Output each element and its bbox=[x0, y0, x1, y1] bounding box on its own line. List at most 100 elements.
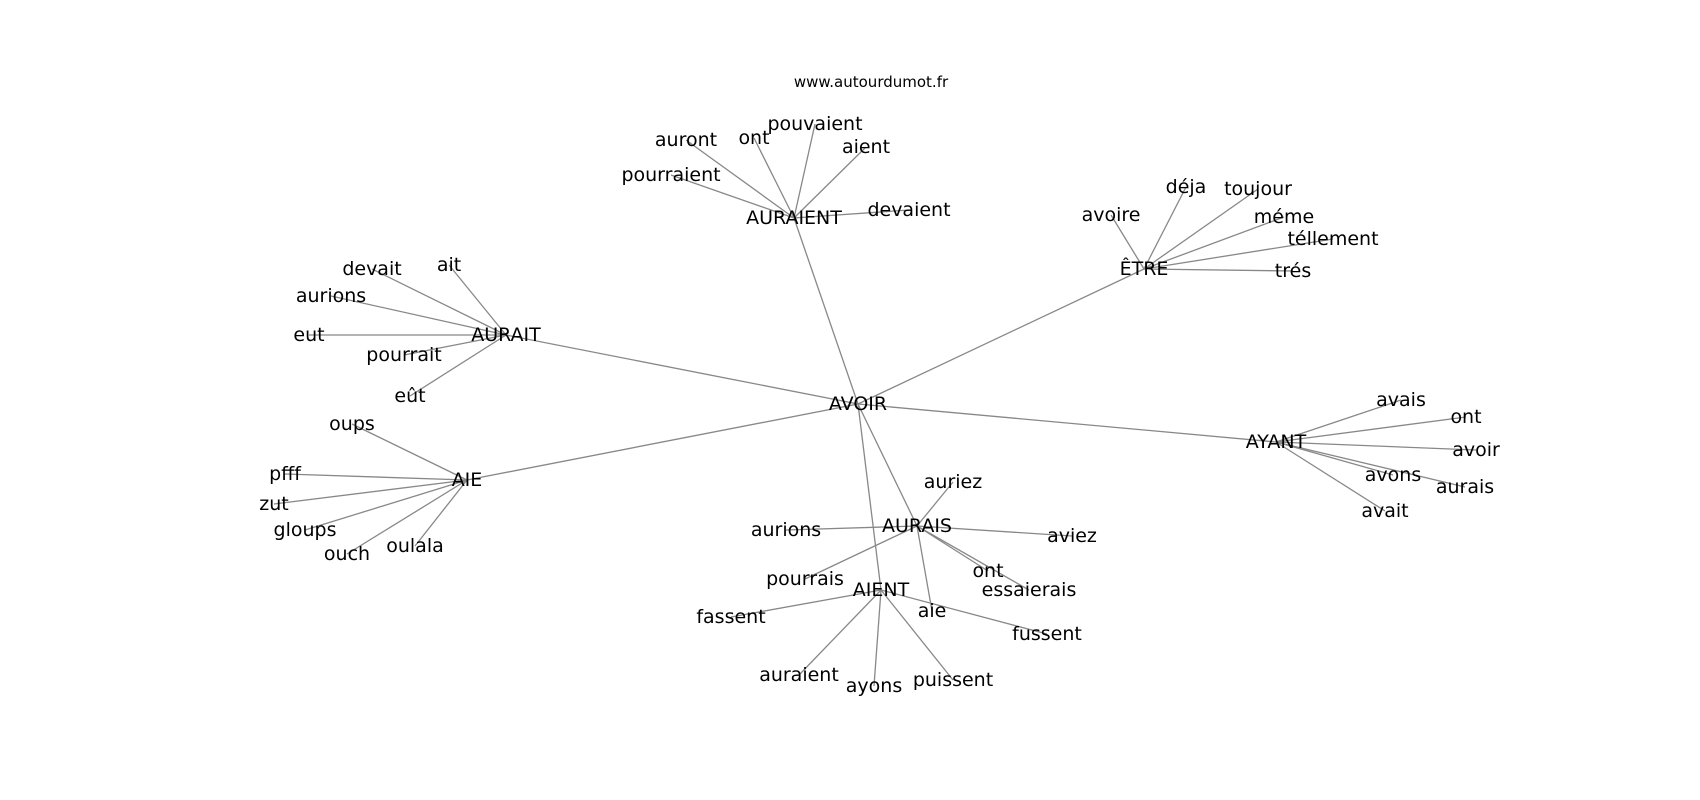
hub-node-label: ÊTRE bbox=[1120, 257, 1169, 280]
edge-center-to-hub bbox=[857, 268, 1145, 405]
word-node-label: pourrais bbox=[766, 568, 844, 590]
word-node-label: eût bbox=[394, 385, 425, 407]
edge-hub-to-word bbox=[414, 479, 468, 547]
word-node-label: ont bbox=[972, 560, 1003, 582]
word-node-label: ait bbox=[437, 254, 461, 276]
edge-hub-to-word bbox=[346, 479, 468, 555]
word-node-label: gloups bbox=[274, 519, 337, 541]
edge-hub-to-word bbox=[1275, 399, 1402, 443]
word-node-label: téllement bbox=[1287, 228, 1378, 250]
edge-hub-to-word bbox=[785, 525, 918, 531]
edge-hub-to-word bbox=[916, 525, 1073, 537]
edge-hub-to-word bbox=[1275, 441, 1386, 512]
edge-center-to-hub bbox=[505, 334, 859, 405]
edge-hub-to-word bbox=[670, 174, 795, 219]
edge-hub-to-word bbox=[273, 479, 468, 505]
word-node-label: déja bbox=[1166, 176, 1207, 198]
word-node-label: aurais bbox=[1436, 476, 1494, 498]
edge-hub-to-word bbox=[284, 473, 468, 481]
hub-node-label: AURAIT bbox=[471, 324, 541, 346]
edge-hub-to-word bbox=[804, 525, 918, 580]
edge-hub-to-word bbox=[753, 137, 795, 219]
hub-node-label: AYANT bbox=[1246, 431, 1307, 453]
edge-hub-to-word bbox=[685, 139, 795, 219]
source-watermark: www.autourdumot.fr bbox=[793, 73, 949, 91]
word-node-label: toujour bbox=[1224, 178, 1292, 200]
word-node-label: oulala bbox=[386, 535, 444, 557]
edge-hub-to-word bbox=[730, 589, 882, 618]
edge-hub-to-word bbox=[873, 589, 882, 687]
hub-node-label: AIE bbox=[452, 469, 483, 491]
word-node-label: auriez bbox=[924, 471, 982, 493]
word-node-label: oups bbox=[329, 413, 375, 435]
word-node-label: aurions bbox=[751, 519, 821, 541]
word-node-label: trés bbox=[1275, 260, 1311, 282]
word-node-label: eut bbox=[293, 324, 324, 346]
word-node-label: aie bbox=[918, 600, 947, 622]
edge-hub-to-word bbox=[1275, 416, 1467, 443]
word-node-label: avais bbox=[1376, 389, 1426, 411]
word-node-label: devaient bbox=[867, 199, 950, 221]
word-node-label: ayons bbox=[846, 675, 902, 697]
word-node-label: aurions bbox=[296, 285, 366, 307]
edge-hub-to-word bbox=[916, 481, 954, 527]
edge-hub-to-word bbox=[1275, 441, 1477, 451]
edge-hub-to-word bbox=[1143, 238, 1334, 270]
word-node-label: ont bbox=[1450, 406, 1481, 428]
word-node-label: avons bbox=[1365, 464, 1421, 486]
word-node-label: avait bbox=[1361, 500, 1408, 522]
word-node-label: pourrait bbox=[366, 344, 441, 366]
word-node-label: aient bbox=[842, 136, 890, 158]
word-node-label: ont bbox=[738, 127, 769, 149]
edge-hub-to-word bbox=[798, 589, 882, 676]
edge-hub-to-word bbox=[880, 589, 954, 681]
word-node-label: devait bbox=[342, 258, 401, 280]
edge-center-to-hub bbox=[793, 217, 859, 405]
word-node-label: méme bbox=[1254, 206, 1314, 228]
word-node-label: essaierais bbox=[982, 579, 1077, 601]
edge-hub-to-word bbox=[1143, 188, 1259, 270]
edge-hub-to-word bbox=[880, 589, 1048, 635]
edge-hub-to-word bbox=[1143, 268, 1294, 272]
word-node-label: puissent bbox=[913, 669, 993, 691]
edge-hub-to-word bbox=[371, 268, 507, 336]
edge-hub-to-word bbox=[351, 423, 468, 481]
word-node-label: pouvaient bbox=[767, 113, 862, 135]
word-node-label: pourraient bbox=[621, 164, 720, 186]
word-node-label: auront bbox=[655, 129, 717, 151]
edge-hub-to-word bbox=[793, 146, 867, 219]
edge-hub-to-word bbox=[304, 479, 468, 531]
hub-node-label: AIENT bbox=[853, 579, 910, 601]
edge-hub-to-word bbox=[793, 123, 816, 219]
word-node-label: auraient bbox=[759, 664, 839, 686]
edge-hub-to-word bbox=[403, 334, 507, 356]
edge-center-to-hub bbox=[857, 403, 918, 527]
edge-hub-to-word bbox=[1110, 214, 1145, 270]
word-node-label: aviez bbox=[1047, 525, 1097, 547]
edge-center-to-hub bbox=[466, 403, 859, 481]
edge-hub-to-word bbox=[1143, 186, 1187, 270]
hub-node-label: AURAIENT bbox=[746, 207, 842, 229]
edge-center-to-hub bbox=[857, 403, 882, 591]
edge-hub-to-word bbox=[916, 525, 1030, 591]
word-node-label: zut bbox=[259, 493, 288, 515]
edge-center-to-hub bbox=[857, 403, 1277, 443]
edge-hub-to-word bbox=[793, 209, 910, 219]
word-node-label: ouch bbox=[324, 543, 370, 565]
edge-hub-to-word bbox=[1143, 216, 1285, 270]
center-node-label: AVOIR bbox=[829, 393, 887, 415]
word-node-label: avoir bbox=[1452, 439, 1500, 461]
word-node-label: fussent bbox=[1012, 623, 1082, 645]
word-node-label: fassent bbox=[696, 606, 765, 628]
edge-hub-to-word bbox=[916, 525, 933, 612]
word-node-label: avoire bbox=[1082, 204, 1141, 226]
edge-hub-to-word bbox=[1275, 441, 1394, 476]
word-node-label: pfff bbox=[269, 463, 302, 485]
hub-node-label: AURAIS bbox=[882, 515, 952, 537]
edge-hub-to-word bbox=[1275, 441, 1466, 488]
edge-hub-to-word bbox=[330, 295, 507, 336]
edge-hub-to-word bbox=[409, 334, 507, 397]
graph-edges bbox=[273, 123, 1477, 687]
